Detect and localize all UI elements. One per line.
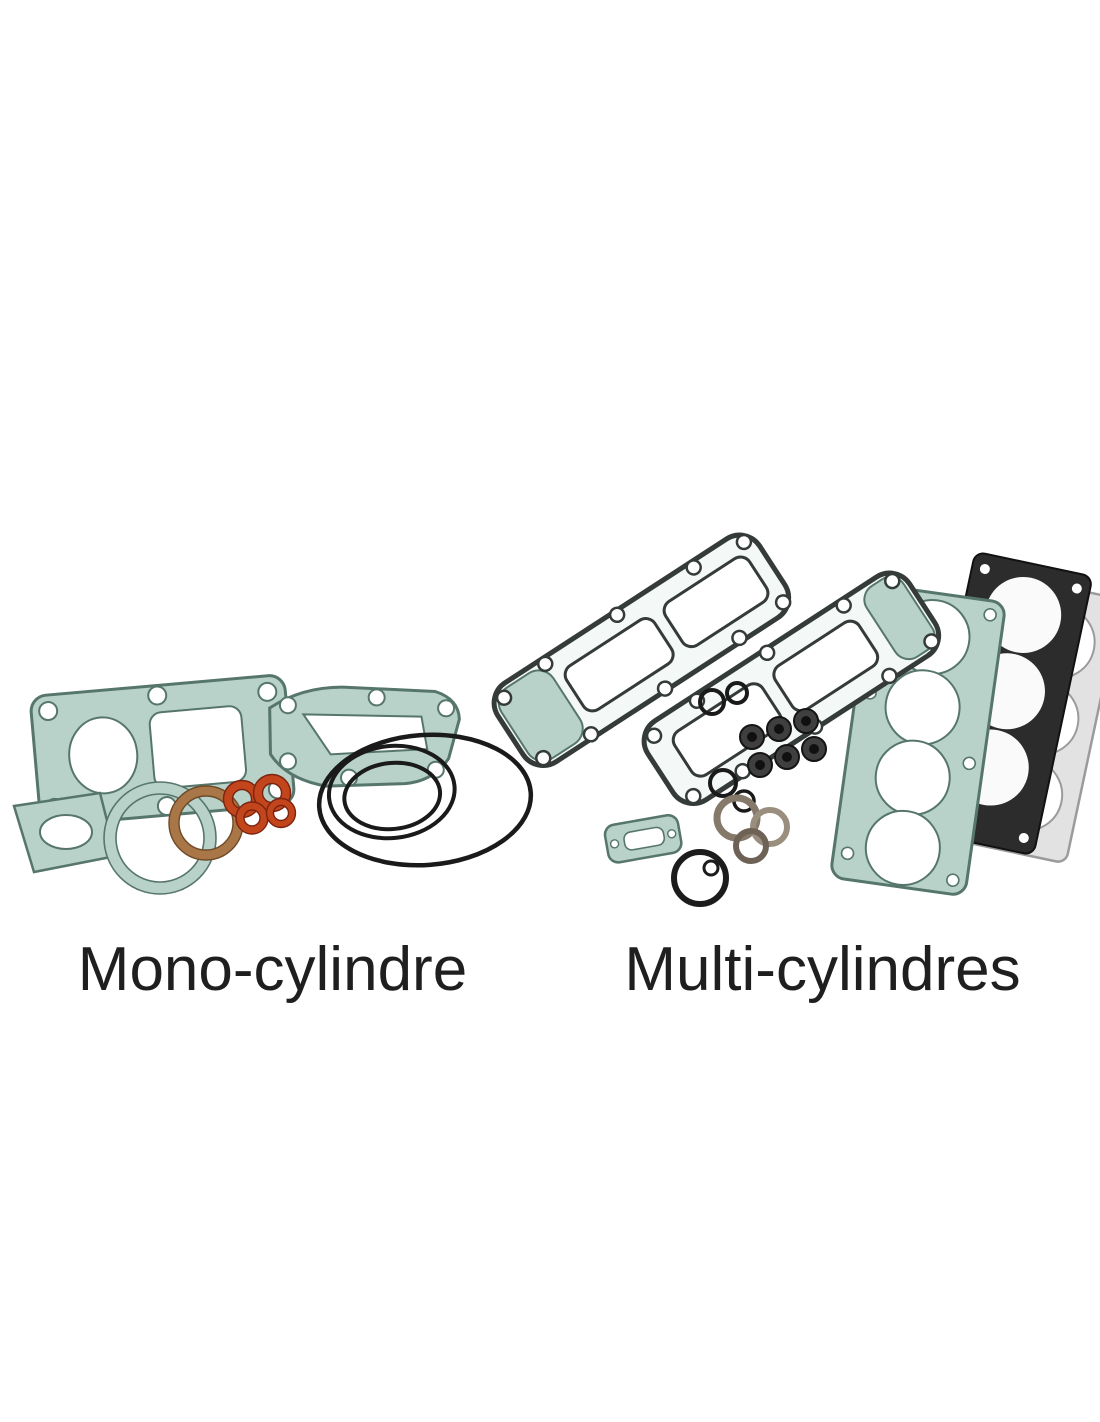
gasket-opening <box>623 826 666 851</box>
gasket-opening <box>772 619 880 713</box>
gasket-end-pad <box>863 575 936 661</box>
large-o-ring <box>316 732 534 868</box>
gasket-end-pad <box>497 669 584 762</box>
bolt-holes <box>495 533 792 767</box>
bolt-holes <box>645 572 940 805</box>
caption-multi-cylindres: Multi-cylindres <box>624 935 1021 1004</box>
double-o-ring <box>326 743 457 841</box>
caption-mono-cylindre: Mono-cylindre <box>77 935 468 1004</box>
gasket-opening <box>39 814 93 850</box>
gasket-opening <box>563 617 675 713</box>
mono-cylinder-kit <box>12 674 534 895</box>
small-inspection-gasket <box>603 814 683 864</box>
gasket-opening <box>148 705 248 789</box>
head-gasket-mono <box>268 685 461 788</box>
base-ring-gasket <box>103 781 217 895</box>
cam-cover-gasket-1 <box>491 532 792 768</box>
gasket-opening <box>68 716 139 795</box>
rubber-washer <box>235 801 269 835</box>
cylinder-base-gasket <box>29 674 296 827</box>
reed-valve-gasket <box>12 791 118 874</box>
multi-cylinder-kit <box>491 532 1100 907</box>
small-o-rings <box>698 681 749 716</box>
rubber-washers <box>222 773 297 835</box>
gasket-opening <box>662 555 770 649</box>
o-ring-pair <box>671 849 729 907</box>
valve-stem-seals <box>739 708 827 778</box>
cam-cover-gasket-2 <box>641 570 942 806</box>
gasket-opening <box>671 682 783 778</box>
metal-rings <box>713 794 790 864</box>
rubber-washer <box>265 797 297 829</box>
